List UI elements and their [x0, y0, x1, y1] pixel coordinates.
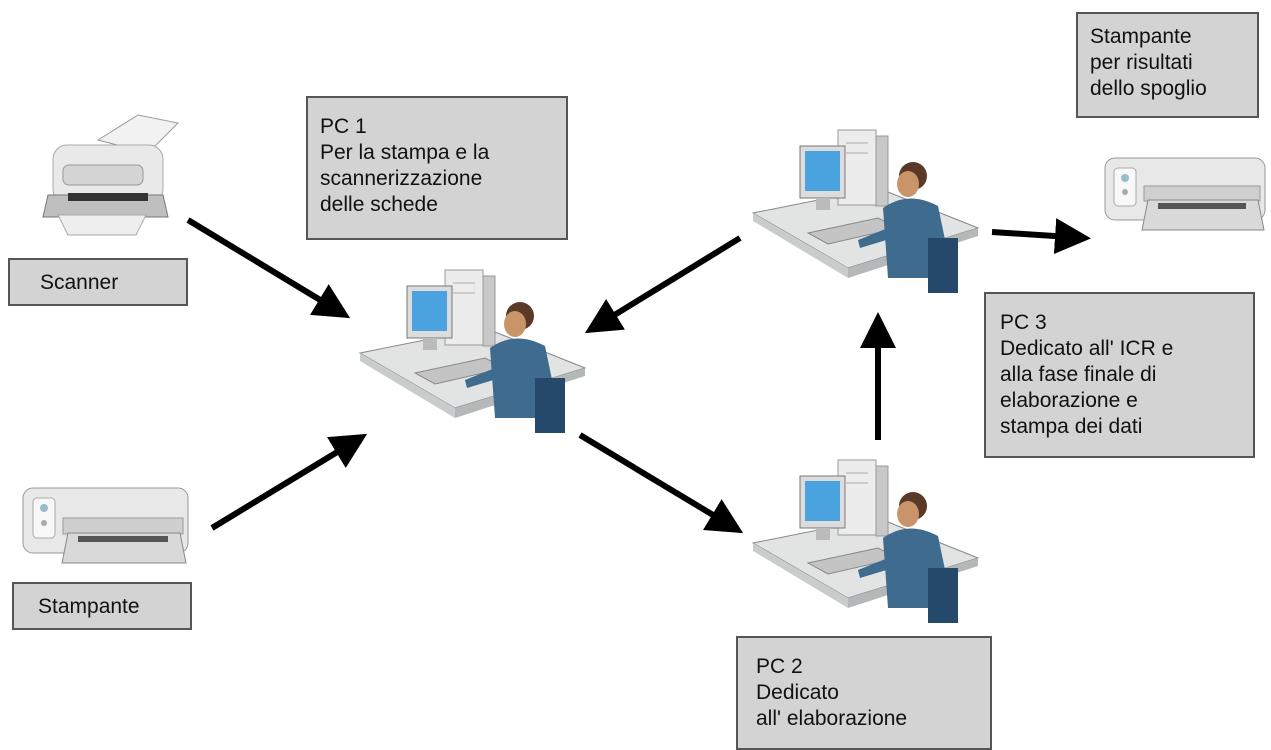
- pc1-label-line: delle schede: [320, 193, 438, 216]
- workstation-icon: [355, 268, 590, 433]
- arrow-pc3-to-pc1: [584, 235, 742, 334]
- pc2-label-line: Dedicato: [756, 681, 839, 704]
- stampante-risultati-line: Stampante: [1090, 25, 1192, 48]
- pc1-label-line: PC 1: [320, 115, 367, 138]
- pc1-label: PC 1 Per la stampa e la scannerizzazione…: [306, 96, 568, 240]
- pc3-label: PC 3 Dedicato all' ICR e alla fase final…: [984, 292, 1255, 458]
- pc3-label-line: stampa dei dati: [1000, 415, 1143, 438]
- pc2-label-line: PC 2: [756, 655, 803, 678]
- printer-icon: [22, 487, 189, 564]
- stampante-label-text: Stampante: [38, 595, 140, 618]
- pc2-label-line: all' elaborazione: [756, 707, 908, 730]
- stampante-risultati-line: dello spoglio: [1090, 77, 1207, 100]
- stampante-risultati-label: Stampante per risultati dello spoglio: [1076, 12, 1259, 118]
- arrow-pc1-to-pc2: [578, 432, 744, 534]
- arrow-pc3-to-printer: [991, 218, 1091, 255]
- pc1-label-line: scannerizzazione: [320, 167, 483, 190]
- pc2-label: PC 2 Dedicato all' elaborazione: [736, 636, 992, 750]
- pc1-label-line: Per la stampa e la: [320, 141, 490, 164]
- scanner-label-text: Scanner: [40, 271, 119, 294]
- stampante-risultati-line: per risultati: [1090, 51, 1193, 74]
- printer-icon: [1104, 157, 1266, 231]
- pc3-label-line: PC 3: [1000, 311, 1047, 334]
- arrow-scanner-to-pc1: [186, 217, 351, 319]
- stampante-label: Stampante: [12, 582, 192, 630]
- pc3-label-line: alla fase finale di: [1000, 363, 1157, 386]
- scanner-label: Scanner: [8, 258, 188, 306]
- pc3-label-line: elaborazione e: [1000, 389, 1138, 412]
- scanner-icon: [42, 114, 180, 236]
- workstation-icon: [748, 128, 983, 293]
- workstation-icon: [748, 458, 983, 623]
- arrow-stampante-to-pc1: [210, 433, 368, 531]
- pc3-label-line: Dedicato all' ICR e: [1000, 337, 1174, 360]
